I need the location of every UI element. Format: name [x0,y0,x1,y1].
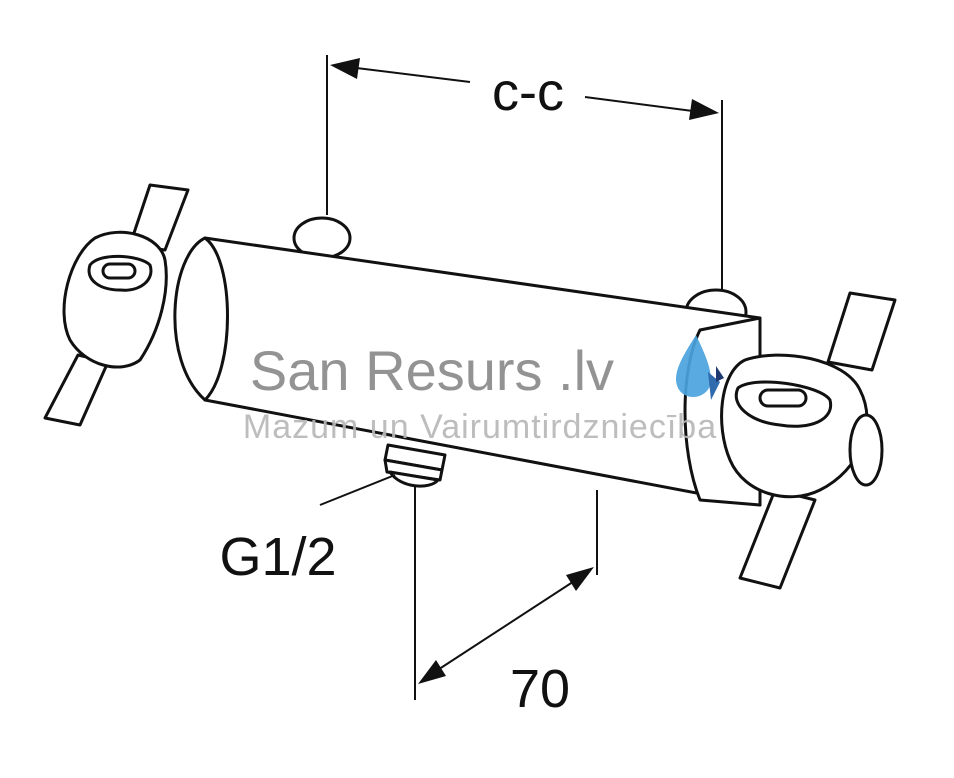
outlet-thread-middle [383,458,444,482]
projection-dimension: 70 [414,485,598,719]
g12-leader-line [319,474,396,506]
g12-label: G1/2 [219,527,336,587]
right-handle [720,291,897,590]
cc-label: c-c [492,62,564,122]
outlet-nipple [383,443,447,488]
watermark: San Resurs .lv Mazum un Vairumtirdzniecī… [243,335,724,446]
right-handle-slot-inner [758,388,808,408]
left-handle-arm-bottom [43,353,110,427]
cc-dimension-line-right [584,96,709,114]
water-drop-icon [676,335,724,400]
left-handle-slot-inner [101,262,137,280]
cc-dimension-line-left [339,65,471,83]
watermark-title: San Resurs .lv [250,339,614,402]
cc-arrow-right [689,99,719,120]
cc-arrow-left [330,58,360,79]
projection-arrow-left [418,660,446,684]
left-handle-arm-top [128,183,190,252]
right-handle-arm-top [826,291,897,372]
cc-dimension: c-c [326,55,723,295]
watermark-subtitle: Mazum un Vairumtirdzniecība [243,408,717,446]
left-handle [43,183,190,427]
body-left-end [173,236,229,402]
left-handle-hub [62,230,168,369]
right-handle-cap [848,413,884,487]
projection-arrow-right [566,567,594,591]
projection-dimension-line [429,575,583,676]
projection-label: 70 [510,659,570,719]
